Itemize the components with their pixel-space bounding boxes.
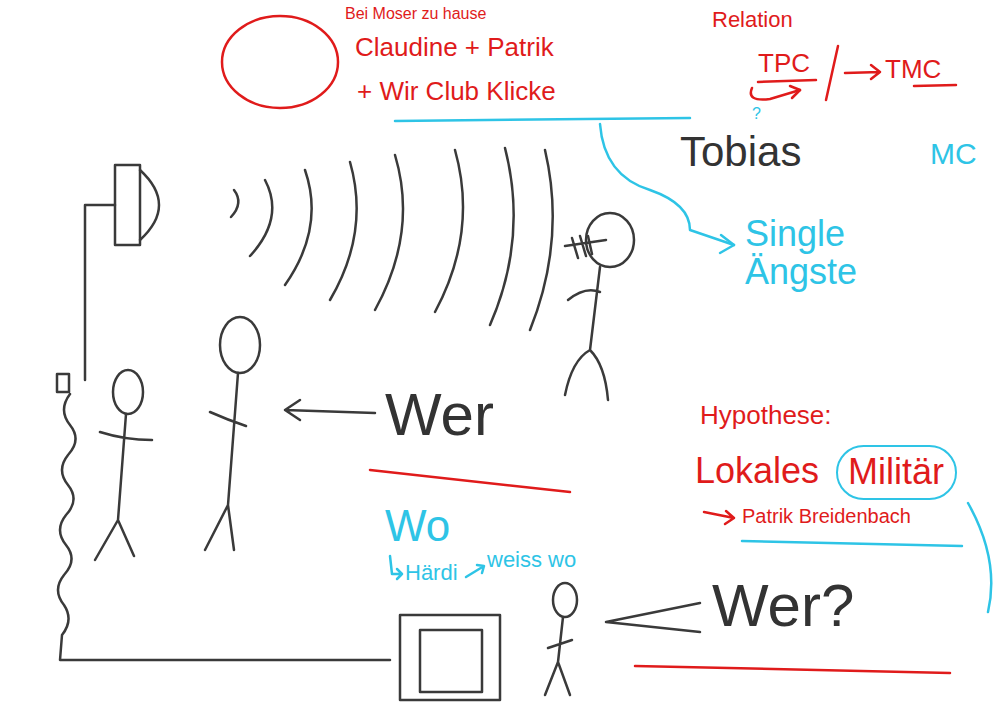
- sound-wave: [530, 150, 553, 330]
- cyan-curve: [968, 503, 991, 612]
- stick-figure-head: [220, 317, 260, 373]
- sound-wave: [285, 170, 312, 285]
- hypothesis-text: Lokales: [695, 452, 819, 490]
- red-underline: [635, 666, 950, 673]
- question-text: Wo: [385, 503, 450, 549]
- small-arrow: [466, 565, 484, 577]
- red-arrow: [704, 511, 734, 524]
- stick-figure-head: [553, 583, 577, 617]
- red-underline: [758, 80, 816, 82]
- sound-wave: [490, 148, 514, 325]
- arrow-head: [720, 235, 734, 253]
- stick-figure-head: [113, 370, 143, 414]
- heading-text: Hypothese:: [700, 402, 832, 429]
- double-arrow: [606, 603, 700, 632]
- picture-frame-inner: [420, 630, 482, 692]
- cyan-underline: [742, 541, 962, 546]
- note-text: Single Ängste: [745, 215, 885, 291]
- sound-wave: [435, 150, 463, 312]
- note-text: Bei Moser zu hause: [345, 6, 486, 23]
- stick-figure-body: [205, 373, 246, 550]
- speaker-cone: [140, 170, 159, 240]
- slash: [826, 46, 838, 100]
- stick-figure-body: [565, 267, 608, 400]
- relation-code: MC: [930, 138, 977, 170]
- stick-figure-body: [545, 617, 572, 695]
- speaker-box: [115, 165, 140, 245]
- arrow: [285, 400, 375, 420]
- wall-line: [85, 205, 115, 380]
- stick-figure-head: [586, 213, 634, 267]
- hypothesis-text: Militär: [848, 453, 944, 491]
- arrow-head: [790, 86, 800, 98]
- red-underline: [914, 85, 956, 86]
- note-text: + Wir Club Klicke: [357, 78, 556, 105]
- note-text: weiss wo: [487, 548, 576, 571]
- heading-text: Relation: [712, 8, 793, 31]
- red-arrow: [845, 65, 880, 79]
- red-underline: [370, 470, 570, 492]
- relation-code: TPC: [758, 50, 810, 77]
- red-circle: [222, 16, 338, 108]
- note-text: Claudine + Patrik: [355, 34, 554, 61]
- hook-arrow: [390, 556, 402, 579]
- question-text: Wer: [385, 383, 494, 446]
- sound-wave: [250, 180, 272, 256]
- sound-wave: [330, 162, 357, 300]
- sound-wave: [375, 155, 403, 310]
- sound-wave: [231, 190, 238, 217]
- wall-item: [57, 374, 69, 392]
- name-text: Tobias: [680, 130, 801, 174]
- picture-frame: [400, 615, 500, 700]
- cyan-underline: [395, 118, 690, 121]
- question-mark: ?: [752, 106, 761, 123]
- question-text: Wer?: [712, 574, 854, 637]
- relation-code: TMC: [885, 56, 941, 83]
- name-text: Patrik Breidenbach: [742, 506, 911, 527]
- room-outline: [58, 394, 390, 660]
- name-text: Härdi: [405, 561, 458, 584]
- circled-word: Militär: [836, 445, 957, 500]
- stick-figure-body: [95, 414, 152, 560]
- trumpet: [565, 236, 606, 258]
